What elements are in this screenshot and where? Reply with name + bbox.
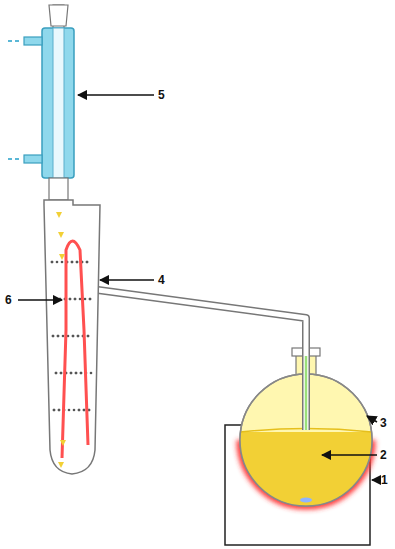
condenser-inner-tube (53, 5, 64, 200)
callout-number: 5 (158, 88, 165, 102)
callout-number: 2 (380, 448, 387, 462)
solvent-drops (56, 212, 66, 468)
callout-number: 6 (5, 293, 12, 307)
ground-joint (49, 178, 68, 200)
soxhlet-extractor (44, 200, 100, 474)
condenser-jacket (42, 28, 74, 178)
callout-arrows (18, 95, 378, 480)
callout-number: 4 (158, 273, 165, 287)
water-outlet (24, 37, 42, 45)
callout-number: 3 (380, 416, 387, 430)
callout-number: 1 (381, 473, 388, 487)
vapor-tube (98, 290, 306, 430)
water-inlet (24, 155, 42, 163)
siphon-tube (62, 241, 88, 458)
solvent-liquid (230, 432, 390, 512)
boiling-chip (300, 498, 312, 503)
